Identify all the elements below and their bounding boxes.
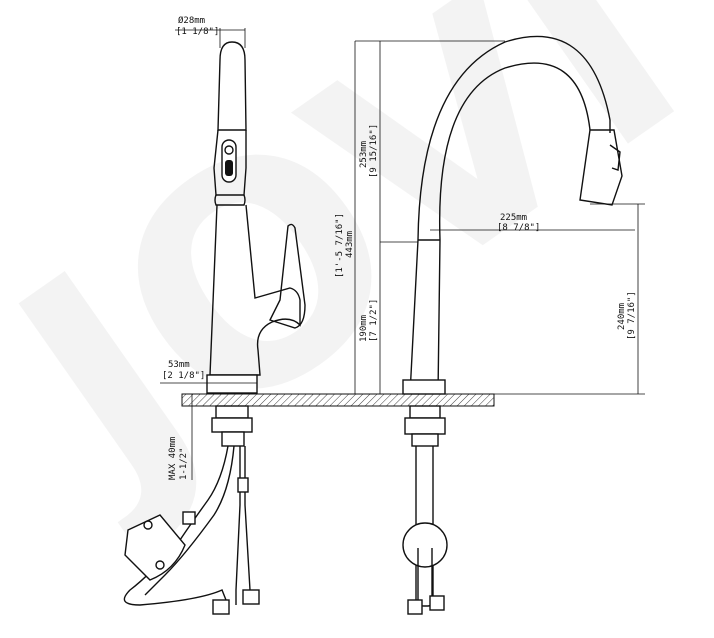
deck-thickness-imperial: 1-1/2"	[179, 447, 189, 480]
hose-clip	[237, 477, 249, 493]
spout-diameter-metric: Ø28mm	[178, 15, 205, 26]
front-spray-button	[609, 144, 621, 171]
lever-handle	[269, 223, 306, 329]
weight-bolt-top	[143, 520, 153, 530]
front-fitting-left	[407, 599, 423, 615]
supply-line-left	[235, 446, 241, 605]
base-diameter-metric: 53mm	[168, 360, 190, 370]
clearance-metric: 240mm	[617, 303, 627, 330]
spray-collar	[214, 194, 246, 206]
deck-thickness-metric: MAX 40mm	[168, 437, 178, 480]
side-view: Ø28mm [1 1/8"] 53mm [2 1/8"] 1-1/2" MAX …	[123, 15, 495, 615]
pullout-hose-inner	[144, 445, 235, 596]
faucet-body	[209, 204, 301, 376]
upper-height-imperial: [9 15/16"]	[369, 124, 379, 178]
front-fitting-right	[429, 595, 445, 611]
front-hose-weight	[402, 522, 448, 568]
fitting-right	[242, 589, 260, 605]
pullout-hose	[123, 445, 229, 606]
hose-weight	[124, 514, 186, 581]
mount-nut-lower	[211, 417, 253, 433]
reach-metric: 225mm	[500, 213, 527, 223]
upper-height-metric: 253mm	[359, 141, 369, 168]
spray-button-bottom	[225, 160, 233, 176]
total-height-metric: 443mm	[345, 231, 355, 258]
reach-imperial: [8 7/8"]	[497, 223, 540, 233]
front-shank	[411, 433, 439, 447]
spray-button-top	[224, 145, 234, 155]
front-view: 443mm [1'-5 7/16"] 253mm [9 15/16"] 190m…	[335, 35, 645, 615]
watermark-logo: JOVI	[0, 0, 714, 567]
gooseneck-outer	[409, 35, 611, 395]
weight-bolt-bottom	[155, 560, 165, 570]
front-spray-head	[579, 129, 623, 206]
front-mount-upper	[409, 405, 441, 419]
front-mount-lower	[404, 417, 446, 435]
countertop-deck	[181, 393, 495, 407]
mount-nut-upper	[215, 405, 249, 419]
fitting-left	[212, 599, 230, 615]
total-height-imperial: [1'-5 7/16"]	[335, 213, 345, 278]
weight-clamp	[182, 511, 196, 525]
base-diameter-imperial: [2 1/8"]	[162, 371, 205, 381]
mount-shank	[221, 431, 245, 447]
spray-head	[213, 129, 247, 196]
lower-height-imperial: [7 1/2"]	[369, 299, 379, 342]
base-escutcheon	[206, 374, 258, 394]
gooseneck-inner	[437, 62, 591, 395]
spout-tip	[217, 41, 247, 131]
spout-diameter-imperial: [1 1/8"]	[176, 27, 219, 37]
lower-height-metric: 190mm	[359, 315, 369, 342]
front-base	[402, 379, 446, 395]
clearance-imperial: [9 7/16"]	[627, 291, 637, 340]
